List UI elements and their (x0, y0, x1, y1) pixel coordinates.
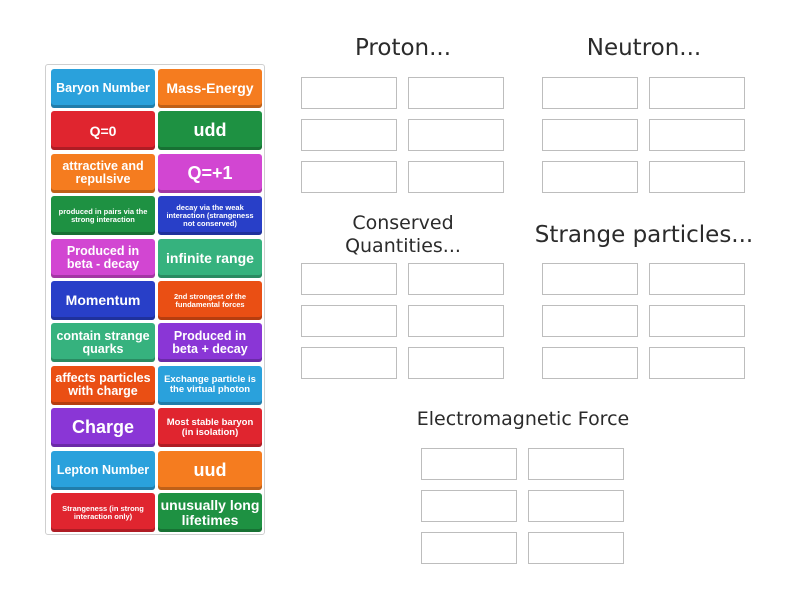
drop-slot-em[interactable] (528, 448, 624, 480)
drop-slot-em[interactable] (421, 490, 517, 522)
drop-slot-conserved[interactable] (408, 263, 504, 295)
drop-slot-strange[interactable] (649, 263, 745, 295)
drop-slot-conserved[interactable] (408, 347, 504, 379)
answer-tile[interactable]: Q=0 (51, 111, 155, 151)
drop-slot-neutron[interactable] (542, 119, 638, 151)
answer-tile[interactable]: 2nd strongest of the fundamental forces (158, 281, 262, 320)
drop-slot-strange[interactable] (649, 305, 745, 337)
drop-slot-em[interactable] (528, 532, 624, 564)
answer-tile[interactable]: Exchange particle is the virtual photon (158, 365, 262, 405)
answer-tile[interactable]: Strangeness (in strong interaction only) (51, 493, 155, 532)
group-title-electromagnetic: Electromagnetic Force (416, 408, 630, 430)
drop-slot-neutron[interactable] (542, 77, 638, 109)
drop-slot-neutron[interactable] (649, 161, 745, 193)
drop-slot-em[interactable] (528, 490, 624, 522)
drop-slot-proton[interactable] (301, 161, 397, 193)
answer-tile[interactable]: Produced in beta - decay (51, 238, 155, 278)
answer-tile[interactable]: contain strange quarks (51, 323, 155, 363)
drop-slot-proton[interactable] (301, 77, 397, 109)
answer-tile[interactable]: attractive and repulsive (51, 153, 155, 193)
answer-tile[interactable]: udd (158, 111, 262, 151)
answer-tile[interactable]: Charge (51, 408, 155, 448)
drop-slot-strange[interactable] (542, 305, 638, 337)
group-title-neutron: Neutron... (586, 35, 702, 61)
answer-tile[interactable]: Momentum (51, 281, 155, 320)
drop-slot-neutron[interactable] (542, 161, 638, 193)
drop-slot-proton[interactable] (408, 161, 504, 193)
answer-tile[interactable]: decay via the weak interaction (strangen… (158, 196, 262, 236)
answer-tile[interactable]: affects particles with charge (51, 365, 155, 405)
drop-slot-conserved[interactable] (408, 305, 504, 337)
drop-slot-proton[interactable] (408, 77, 504, 109)
drop-slot-conserved[interactable] (301, 347, 397, 379)
drop-slot-conserved[interactable] (301, 305, 397, 337)
answer-tile[interactable]: Lepton Number (51, 450, 155, 490)
group-title-proton: Proton... (354, 35, 452, 61)
answer-tile[interactable]: Baryon Number (51, 69, 155, 108)
answer-tile[interactable]: unusually long lifetimes (158, 493, 262, 532)
drop-slot-neutron[interactable] (649, 119, 745, 151)
answer-tile[interactable]: Most stable baryon (in isolation) (158, 408, 262, 448)
drop-slot-strange[interactable] (542, 347, 638, 379)
drop-slot-strange[interactable] (542, 263, 638, 295)
answer-tile[interactable]: Produced in beta + decay (158, 323, 262, 363)
drop-slot-strange[interactable] (649, 347, 745, 379)
answer-tile[interactable]: Mass-Energy (158, 69, 262, 108)
group-title-conserved: Conserved Quantities... (345, 212, 461, 257)
drop-slot-neutron[interactable] (649, 77, 745, 109)
drop-slot-proton[interactable] (301, 119, 397, 151)
drop-slot-em[interactable] (421, 448, 517, 480)
group-title-strange: Strange particles... (534, 222, 754, 248)
drop-slot-conserved[interactable] (301, 263, 397, 295)
answer-tile[interactable]: infinite range (158, 238, 262, 278)
drop-slot-em[interactable] (421, 532, 517, 564)
answer-tile[interactable]: uud (158, 450, 262, 490)
answer-tile[interactable]: produced in pairs via the strong interac… (51, 196, 155, 236)
answer-tile[interactable]: Q=+1 (158, 153, 262, 193)
drop-slot-proton[interactable] (408, 119, 504, 151)
